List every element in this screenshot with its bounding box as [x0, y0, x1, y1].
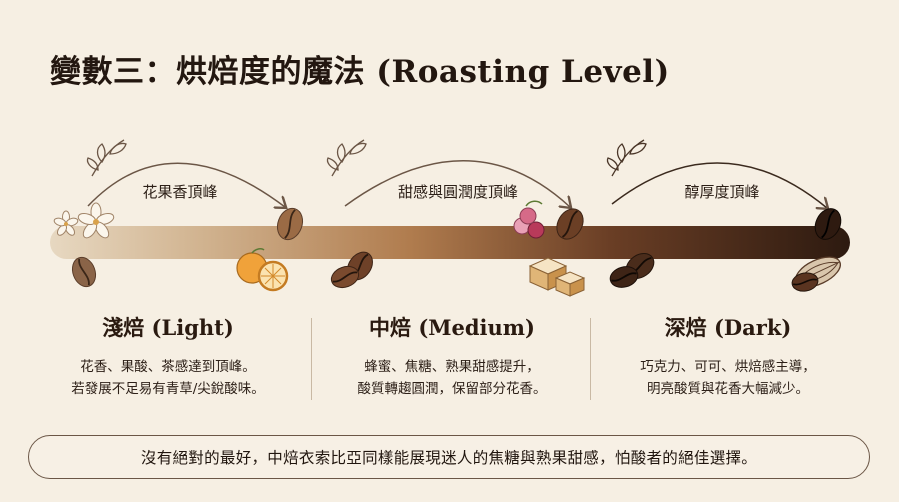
- caramel-icon: [528, 257, 586, 297]
- level-medium-desc-line: 酸質轉趨圓潤，保留部分花香。: [357, 381, 547, 397]
- column-divider: [590, 318, 591, 400]
- page-title: 變數三：烘焙度的魔法 (Roasting Level): [50, 54, 670, 90]
- column-divider: [311, 318, 312, 400]
- level-dark-desc: 巧克力、可可、烘焙感主導， 明亮酸質與花香大幅減少。: [588, 356, 868, 400]
- level-light-desc-line: 若發展不足易有青草/尖銳酸味。: [71, 381, 265, 397]
- leaf-sprig-icon: [606, 139, 647, 177]
- level-light-desc-line: 花香、果酸、茶感達到頂峰。: [80, 359, 256, 375]
- level-medium-desc-line: 蜂蜜、焦糖、熟果甜感提升，: [364, 359, 540, 375]
- coffee-bean-icon: [276, 207, 304, 241]
- level-medium-desc: 蜂蜜、焦糖、熟果甜感提升， 酸質轉趨圓潤，保留部分花香。: [312, 356, 592, 400]
- level-light-title: 淺焙 (Light): [102, 315, 234, 340]
- flower-icon: [77, 202, 115, 239]
- level-dark: 深焙 (Dark) 巧克力、可可、烘焙感主導， 明亮酸質與花香大幅減少。: [588, 312, 868, 400]
- coffee-bean-icon: [556, 208, 584, 240]
- level-medium-title: 中焙 (Medium): [369, 315, 535, 340]
- berries-icon: [513, 200, 545, 239]
- level-dark-desc-line: 巧克力、可可、烘焙感主導，: [640, 359, 816, 375]
- coffee-bean-icon: [814, 208, 842, 240]
- arc-light: [87, 162, 285, 207]
- arc-label-medium: 甜感與圓潤度頂峰: [397, 183, 519, 201]
- coffee-bean-icon: [791, 272, 819, 292]
- leaf-sprig-icon: [86, 139, 127, 177]
- level-medium: 中焙 (Medium) 蜂蜜、焦糖、熟果甜感提升， 酸質轉趨圓潤，保留部分花香。: [312, 312, 592, 400]
- leaf-sprig-icon: [326, 139, 367, 177]
- coffee-bean-icon: [330, 265, 360, 289]
- level-dark-desc-line: 明亮酸質與花香大幅減少。: [647, 381, 809, 397]
- roast-gradient-bar: [50, 226, 850, 259]
- level-light: 淺焙 (Light) 花香、果酸、茶感達到頂峰。 若發展不足易有青草/尖銳酸味。: [28, 312, 308, 400]
- level-light-desc: 花香、果酸、茶感達到頂峰。 若發展不足易有青草/尖銳酸味。: [28, 356, 308, 400]
- flower-icon: [53, 210, 79, 236]
- coffee-bean-icon: [71, 256, 97, 288]
- arc-label-dark: 醇厚度頂峰: [684, 183, 760, 201]
- arc-medium: [344, 160, 570, 207]
- arc-dark: [611, 162, 827, 208]
- conclusion-banner: 沒有絕對的最好，中焙衣索比亞同樣能展現迷人的焦糖與熟果甜感，怕酸者的絕佳選擇。: [28, 435, 870, 479]
- level-dark-title: 深焙 (Dark): [664, 315, 792, 340]
- orange-icon: [236, 248, 289, 292]
- arc-label-light: 花果香頂峰: [142, 183, 218, 201]
- coffee-bean-icon: [609, 266, 639, 288]
